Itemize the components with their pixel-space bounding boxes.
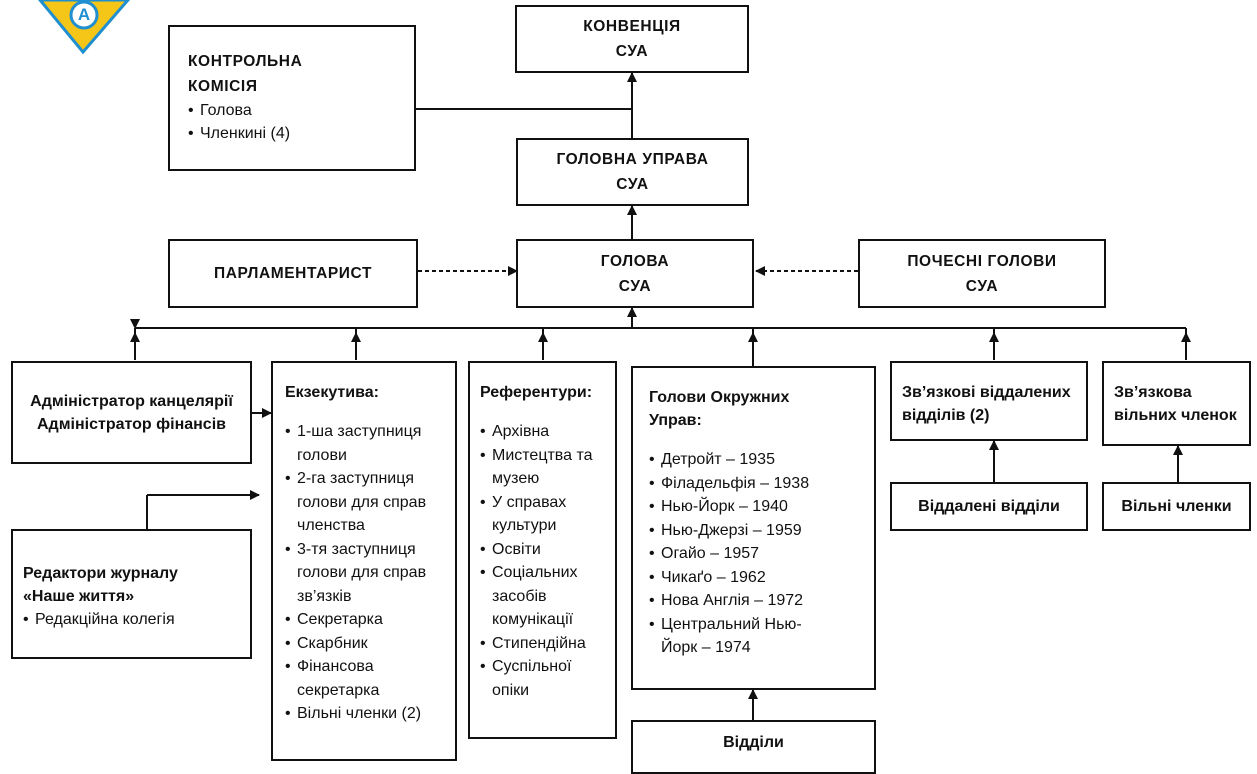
administrator-finance: Адміністратор фінансів <box>37 415 226 433</box>
liaison-remote-title: Зв’язкові віддалених <box>902 384 1071 401</box>
list-item: Соціальних засобів комунікації <box>480 561 611 632</box>
referenturas-title: Референтури: <box>480 384 593 401</box>
control-commission-box: КОНТРОЛЬНА КОМІСІЯ Голова Членкині (4) <box>168 25 416 171</box>
control-commission-title: КОНТРОЛЬНА <box>188 53 303 70</box>
list-item: Детройт – 1935 <box>649 448 868 472</box>
list-item: Огайо – 1957 <box>649 542 868 566</box>
president-subtitle: СУА <box>618 277 652 295</box>
logo-letter: A <box>77 5 91 24</box>
list-item: 2-га заступниця голови для справ членств… <box>285 467 449 538</box>
parliamentarian-title: ПАРЛАМЕНТАРИСТ <box>213 265 373 282</box>
list-item: Вільні членки (2) <box>285 702 449 726</box>
editors-list: Редакційна колегія <box>23 608 250 631</box>
list-item: Чикаґо – 1962 <box>649 566 868 590</box>
list-item: Членкині (4) <box>188 122 414 145</box>
district-heads-list: Детройт – 1935 Філадельфія – 1938 Нью-Йо… <box>649 448 868 660</box>
list-item: 1-ша заступниця голови <box>285 420 449 467</box>
free-members-box: Вільні членки <box>1102 482 1251 531</box>
list-item: Скарбник <box>285 632 449 656</box>
editors-title: Редактори журналу <box>23 565 178 582</box>
honorary-presidents-box: ПОЧЕСНІ ГОЛОВИ СУА <box>858 239 1106 308</box>
district-heads-title-2: Управ: <box>649 412 702 429</box>
sua-logo <box>38 0 130 55</box>
liaison-free-title: Зв’язкова <box>1114 384 1192 401</box>
district-heads-box: Голови Окружних Управ: Детройт – 1935 Фі… <box>631 366 876 690</box>
district-heads-title: Голови Окружних <box>649 389 790 406</box>
referenturas-box: Референтури: Архівна Мистецтва та музею … <box>468 361 617 739</box>
free-members-title: Вільні членки <box>1121 498 1232 515</box>
list-item: Архівна <box>480 420 611 444</box>
control-commission-title-2: КОМІСІЯ <box>188 78 258 95</box>
president-title: ГОЛОВА <box>600 252 670 270</box>
honorary-title: ПОЧЕСНІ ГОЛОВИ <box>907 252 1057 270</box>
control-commission-list: Голова Членкині (4) <box>188 99 414 145</box>
list-item: Стипендійна <box>480 632 611 656</box>
list-item: 3-тя заступниця голови для справ зв’язкі… <box>285 538 449 609</box>
administrator-chancery: Адміністратор канцелярії <box>30 392 233 410</box>
honorary-subtitle: СУА <box>965 277 999 295</box>
list-item: Нью-Йорк – 1940 <box>649 495 868 519</box>
list-item: Філадельфія – 1938 <box>649 472 868 496</box>
list-item: Нью-Джерзі – 1959 <box>649 519 868 543</box>
president-box: ГОЛОВА СУА <box>516 239 754 308</box>
list-item: У справах культури <box>480 491 611 538</box>
parliamentarian-box: ПАРЛАМЕНТАРИСТ <box>168 239 418 308</box>
list-item: Секретарка <box>285 608 449 632</box>
main-board-title: ГОЛОВНА УПРАВА <box>556 151 709 168</box>
editors-journal: «Наше життя» <box>23 588 135 605</box>
list-item: Нова Англія – 1972 <box>649 589 868 613</box>
convention-subtitle: СУА <box>615 43 649 60</box>
list-item: Мистецтва та музею <box>480 444 611 491</box>
executive-box: Екзекутива: 1-ша заступниця голови 2-га … <box>271 361 457 761</box>
liaison-remote-box: Зв’язкові віддалених відділів (2) <box>890 361 1088 441</box>
referenturas-list: Архівна Мистецтва та музею У справах кул… <box>480 420 611 702</box>
liaison-free-box: Зв’язкова вільних членок <box>1102 361 1251 446</box>
convention-box: КОНВЕНЦІЯ СУА <box>515 5 749 73</box>
branches-box: Відділи <box>631 720 876 774</box>
list-item: Фінансова секретарка <box>285 655 449 702</box>
branches-title: Відділи <box>723 733 784 751</box>
executive-title: Екзекутива: <box>285 384 379 401</box>
remote-branches-box: Віддалені відділи <box>890 482 1088 531</box>
editors-box: Редактори журналу «Наше життя» Редакційн… <box>11 529 252 659</box>
list-item: Голова <box>188 99 414 122</box>
list-item: Суспільної опіки <box>480 655 611 702</box>
main-board-subtitle: СУА <box>616 176 649 193</box>
remote-branches-title: Віддалені відділи <box>918 498 1060 515</box>
executive-list: 1-ша заступниця голови 2-га заступниця г… <box>285 420 449 726</box>
main-board-box: ГОЛОВНА УПРАВА СУА <box>516 138 749 206</box>
liaison-remote-title-2: відділів (2) <box>902 407 990 424</box>
administrators-box: Адміністратор канцелярії Адміністратор ф… <box>11 361 252 464</box>
list-item: Центральний Нью-Йорк – 1974 <box>649 613 868 660</box>
convention-title: КОНВЕНЦІЯ <box>583 18 681 35</box>
liaison-free-title-2: вільних членок <box>1114 407 1237 424</box>
list-item: Редакційна колегія <box>23 608 250 631</box>
list-item: Освіти <box>480 538 611 562</box>
